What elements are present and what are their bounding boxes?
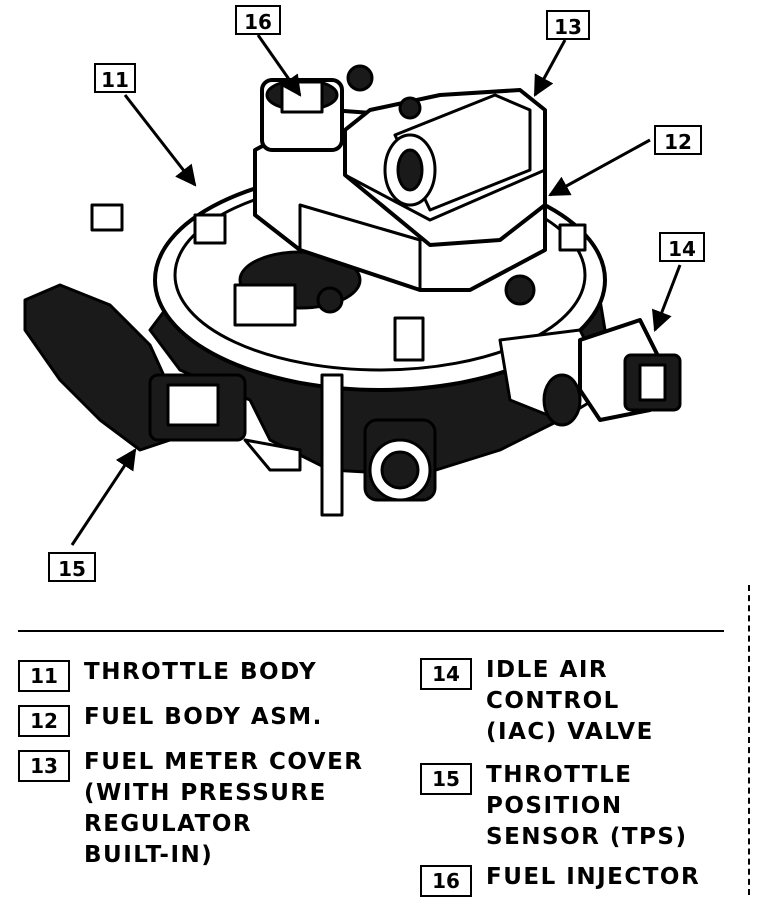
legend-number: 16	[420, 865, 472, 897]
legend-number: 14	[420, 658, 472, 690]
leader-line-13	[533, 39, 567, 97]
throttle-body-illustration	[23, 34, 682, 546]
right-margin-dash-line	[748, 585, 750, 895]
legend-label: THROTTLE BODY	[84, 659, 318, 685]
legend-number: 12	[18, 705, 70, 737]
legend-number: 11	[18, 660, 70, 692]
callout-16: 16	[235, 5, 281, 35]
callout-12: 12	[654, 125, 702, 155]
leader-line-11	[123, 94, 197, 187]
throttle-body-drawing	[23, 64, 682, 517]
legend-label: FUEL BODY ASM.	[84, 704, 323, 730]
callout-15: 15	[48, 552, 96, 582]
legend-divider	[18, 630, 724, 632]
callout-13: 13	[546, 10, 590, 40]
leader-line-16	[256, 34, 302, 97]
leader-line-12	[548, 138, 651, 197]
leader-lines	[70, 34, 682, 546]
leader-line-15	[70, 448, 137, 546]
leader-line-14	[651, 264, 682, 332]
callout-14: 14	[659, 232, 705, 262]
legend-number: 13	[18, 750, 70, 782]
legend-number: 15	[420, 763, 472, 795]
callout-11: 11	[94, 63, 136, 93]
legend-label: FUEL INJECTOR	[486, 864, 701, 890]
